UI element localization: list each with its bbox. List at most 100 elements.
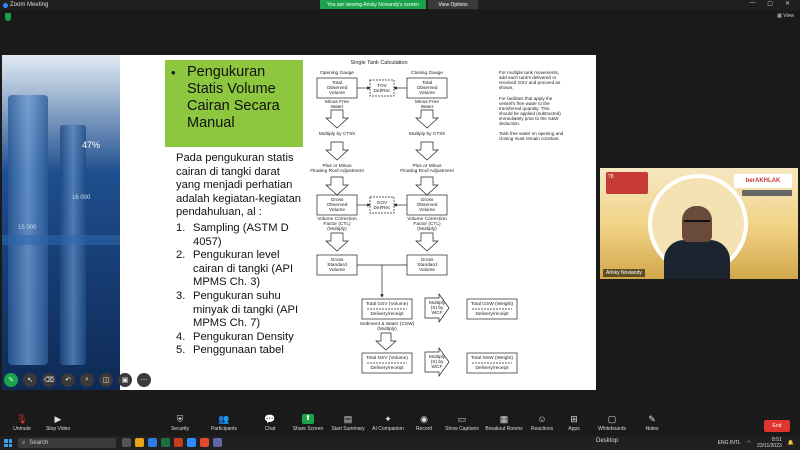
edge-icon[interactable] [148, 438, 157, 447]
eraser-icon[interactable]: ⌫ [42, 373, 56, 387]
svg-text:WCF: WCF [432, 310, 443, 316]
svg-text:Total NSV (Volume): Total NSV (Volume) [366, 355, 408, 361]
slide-body: Pada pengukuran statis cairan di tangki … [176, 152, 306, 358]
akhlak-logo: berAKHLAK [734, 174, 792, 188]
zoom-logo-icon [3, 2, 8, 8]
notes-icon: ✎ [648, 414, 656, 424]
minimize-icon[interactable]: — [749, 0, 756, 6]
captions-icon: ▭ [457, 414, 467, 424]
chrome-icon[interactable] [200, 438, 209, 447]
stop-video-button[interactable]: ▶Stop Video [45, 414, 71, 432]
shared-screen: 47% 16 000 15 000 • Pengukuran Statis Vo… [2, 55, 596, 390]
excel-icon[interactable] [161, 438, 170, 447]
chat-button[interactable]: 💬Chat [264, 414, 276, 432]
annotation-toolbar: ✎ ↖ ⌫ ↶ ⌕ ◫ ▣ ⋯ [4, 371, 151, 389]
unmute-button[interactable]: 🎙Unmute [13, 414, 31, 432]
slide-photo: 47% 16 000 15 000 [2, 55, 120, 390]
svg-text:Plus or Minus: Plus or Minus [322, 163, 352, 169]
teams-icon[interactable] [213, 438, 222, 447]
start-summary-button[interactable]: ▤Start Summary [331, 414, 365, 432]
view-button[interactable]: ▦ View [777, 13, 794, 19]
whiteboard-icon: ▢ [607, 414, 617, 424]
hashtag-banner [742, 190, 792, 196]
participant-video[interactable]: 78 berAKHLAK Arisky Noviandy [600, 168, 798, 279]
security-shield-icon[interactable] [5, 13, 11, 21]
svg-text:Floating Roof Adjustment: Floating Roof Adjustment [310, 168, 364, 174]
svg-text:Total: Total [422, 80, 432, 86]
down-arrow [375, 332, 397, 351]
ai-companion-button[interactable]: ✦AI Companion [372, 414, 404, 432]
svg-text:Closing Gauge: Closing Gauge [411, 70, 443, 76]
down-arrow [415, 232, 439, 252]
file-explorer-icon[interactable] [135, 438, 144, 447]
security-button[interactable]: ⛨Security [170, 414, 190, 432]
wifi-icon[interactable]: ◠ [746, 440, 752, 446]
svg-text:immediately prior to the S&W: immediately prior to the S&W [499, 116, 559, 121]
svg-text:Observed: Observed [327, 202, 348, 208]
svg-text:Standard: Standard [327, 262, 347, 268]
svg-text:Minus Free: Minus Free [415, 99, 439, 105]
window-controls: — ▢ ✕ [749, 0, 800, 7]
participants-button[interactable]: 👥Participants [210, 414, 238, 432]
photo-gauge-text: 47% [82, 140, 101, 150]
whiteboards-button[interactable]: ▢Whiteboards [597, 414, 627, 432]
svg-text:Plus or Minus: Plus or Minus [412, 163, 442, 169]
svg-text:Factor (CTL): Factor (CTL) [413, 221, 441, 227]
windows-start-icon[interactable] [4, 439, 12, 447]
svg-text:Gross: Gross [421, 197, 434, 203]
pointer-icon[interactable]: ↖ [23, 373, 37, 387]
svg-text:TOV: TOV [377, 83, 388, 89]
svg-text:Del/Rec: Del/Rec [373, 205, 391, 211]
share-screen-icon: ⬆ [302, 414, 314, 424]
notes-button[interactable]: ✎Notes [645, 414, 659, 432]
svg-text:GOV: GOV [377, 200, 388, 206]
reactions-button[interactable]: ☺Reactions [530, 414, 554, 432]
diagram-notes: For multiple tank movements, add each ta… [499, 70, 564, 141]
powerpoint-icon[interactable] [174, 438, 183, 447]
svg-text:received GSV and proceed as: received GSV and proceed as [499, 80, 561, 85]
screenshot-icon[interactable]: ◫ [99, 373, 113, 387]
close-icon[interactable]: ✕ [784, 1, 790, 7]
undo-icon[interactable]: ↶ [61, 373, 75, 387]
tank-graphic [60, 125, 86, 365]
svg-text:Volume: Volume [329, 90, 345, 96]
down-arrow [415, 176, 439, 196]
end-button[interactable]: End [764, 420, 790, 432]
svg-text:Total GSW (Weight): Total GSW (Weight) [471, 301, 514, 307]
down-arrow [325, 141, 349, 161]
participant-name: Arisky Noviandy [603, 269, 645, 277]
heading-line: Cairan Secara [187, 98, 280, 114]
svg-text:Multiply: Multiply [429, 354, 446, 360]
taskbar-search[interactable]: ⌕Search [18, 438, 116, 448]
svg-text:Water: Water [421, 104, 434, 110]
view-options-button[interactable]: View Options [428, 0, 478, 9]
record-button[interactable]: ◉Record [415, 414, 433, 432]
notification-icon[interactable]: 🔔 [787, 440, 794, 446]
people-icon: 👥 [218, 414, 230, 424]
participant-glasses [684, 220, 710, 225]
microphone-icon: 🎙 [16, 414, 28, 424]
app-title: Zoom Meeting [0, 2, 48, 8]
maximize-icon[interactable]: ▢ [767, 1, 773, 7]
task-view-icon[interactable] [122, 438, 131, 447]
pen-icon[interactable]: ✎ [4, 373, 18, 387]
down-arrow [325, 232, 349, 252]
viewing-banner: You are viewing Arisky Noviandy's screen [320, 0, 426, 9]
zoom-taskbar-icon[interactable] [187, 438, 196, 447]
total-nsv-box [361, 352, 413, 374]
camera-icon[interactable]: ▣ [118, 373, 132, 387]
heading-line: Pengukuran [187, 64, 266, 80]
zoom-icon[interactable]: ⌕ [80, 373, 94, 387]
share-screen-button[interactable]: ⬆Share Screen [292, 414, 324, 432]
breakout-rooms-button[interactable]: ▦Breakout Rooms [485, 414, 523, 432]
more-icon[interactable]: ⋯ [137, 373, 151, 387]
language-indicator[interactable]: ENG INTL [717, 440, 741, 446]
record-icon: ◉ [420, 414, 428, 424]
show-captions-button[interactable]: ▭Show Captions [445, 414, 479, 432]
svg-text:closing must remain constant.: closing must remain constant. [499, 136, 560, 141]
pipe-graphic [2, 235, 120, 245]
meeting-toolbar: 🎙Unmute ▶Stop Video ⛨Security 👥Participa… [0, 412, 800, 436]
apps-button[interactable]: ⊞Apps [568, 414, 580, 432]
